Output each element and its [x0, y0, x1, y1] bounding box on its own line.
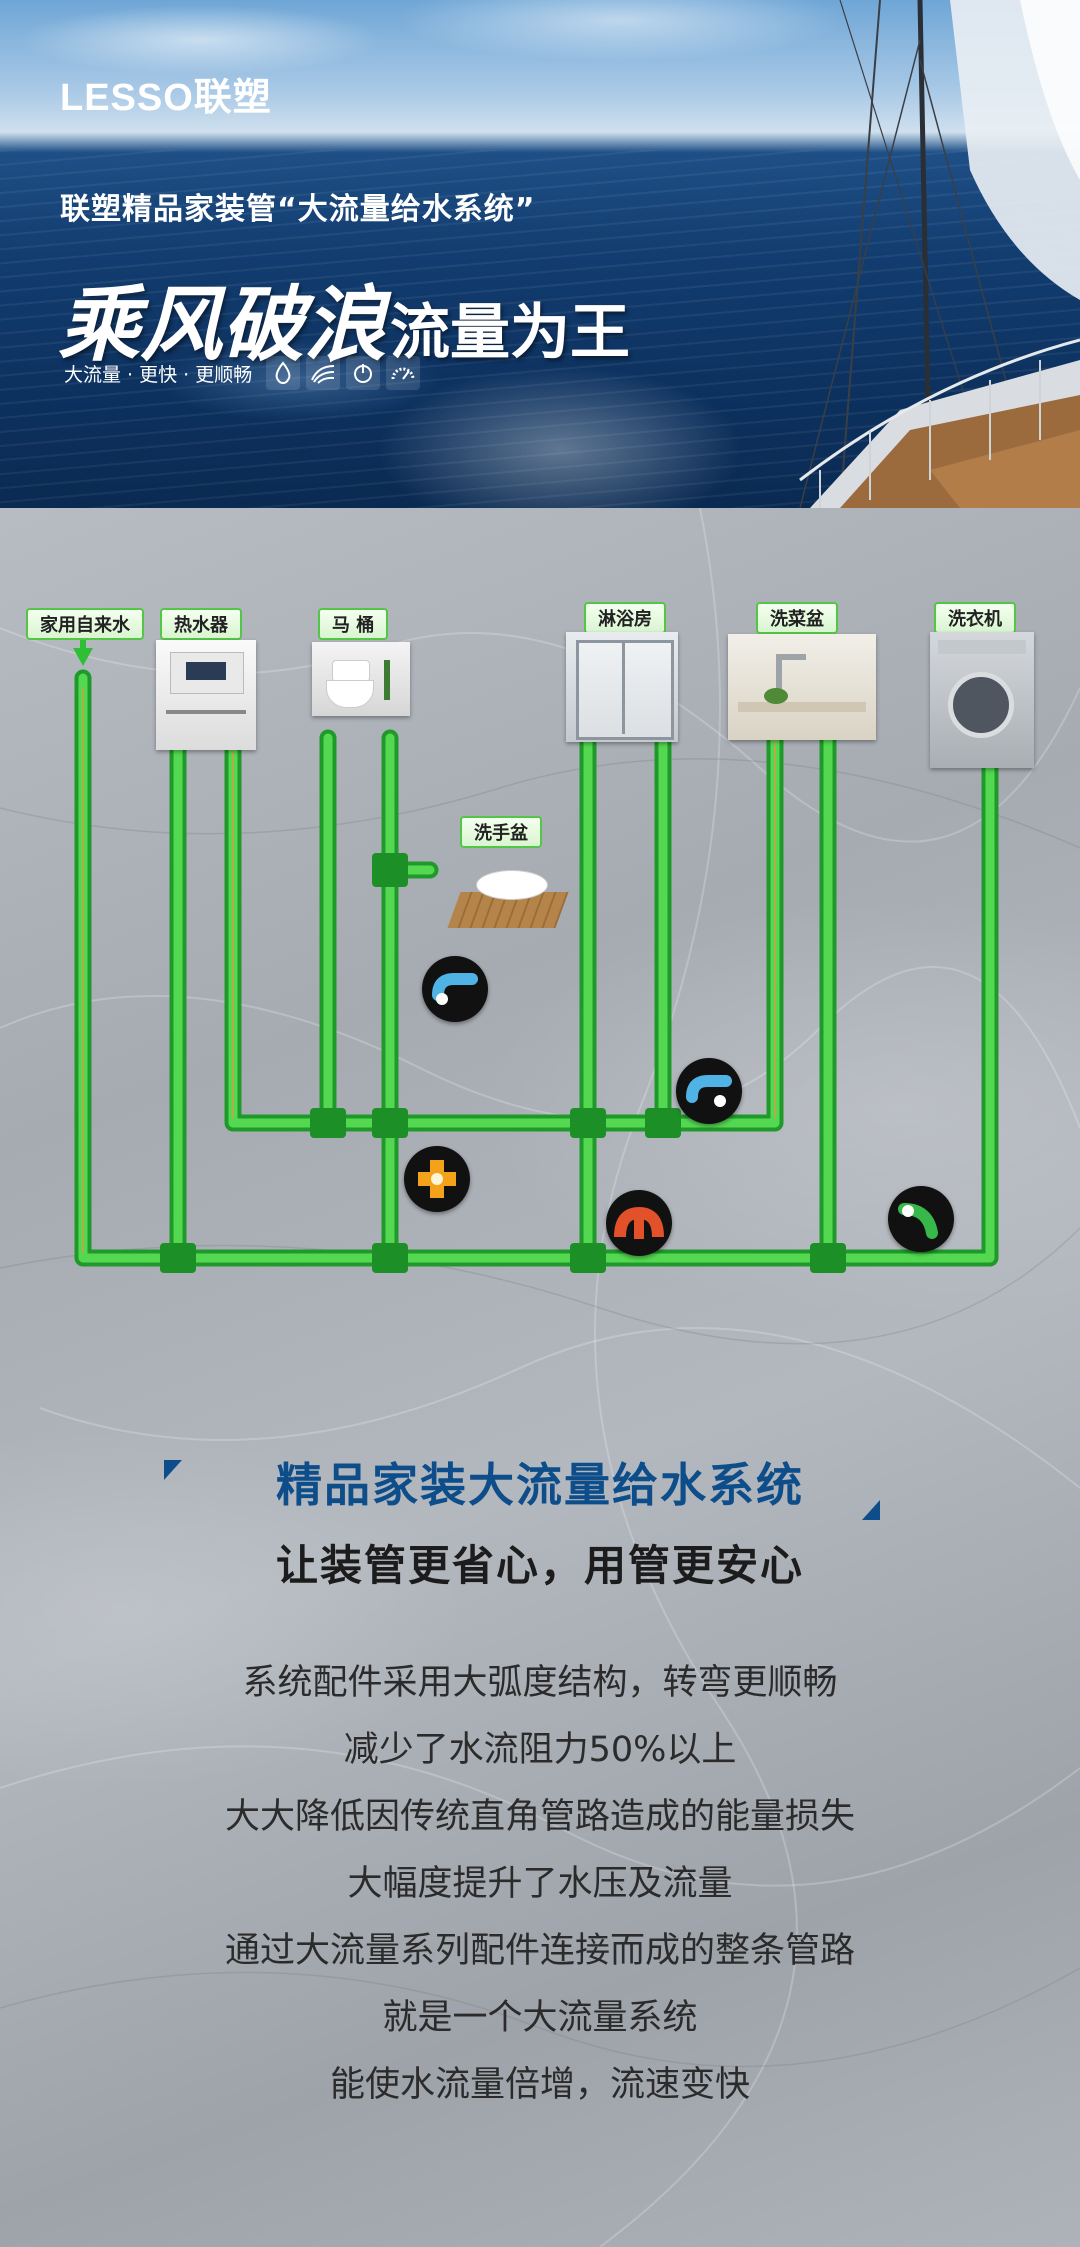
section-subtitle: 让装管更省心，用管更安心	[275, 1541, 804, 1590]
hero-banner: LESSO联塑 联塑精品家装管“大流量给水系统” 乘风破浪流量为王 大流量 · …	[0, 0, 1080, 508]
corner-mark-right	[862, 1500, 880, 1520]
elbow-fitting-icon	[676, 1058, 742, 1124]
section-title: 精品家装大流量给水系统	[276, 1458, 804, 1512]
cross-fitting-icon	[404, 1146, 470, 1212]
pipe-network	[73, 632, 999, 1273]
body-line: 通过大流量系列配件连接而成的整条管路	[224, 1931, 855, 1971]
sailboat-image	[799, 0, 1080, 508]
power-icon	[346, 356, 381, 390]
water-heater-image	[156, 640, 256, 750]
pipe-diagram: 家用自来水 热水器 马 桶 淋浴房 洗菜盆 洗衣机 洗手盆	[0, 508, 1080, 1328]
toilet-image	[312, 642, 410, 716]
body-line: 大大降低因传统直角管路造成的能量损失	[224, 1797, 855, 1837]
shower-room-image	[566, 632, 678, 742]
marble-background: 家用自来水 热水器 马 桶 淋浴房 洗菜盆 洗衣机 洗手盆	[0, 508, 1080, 2247]
hero-headline: 乘风破浪流量为王	[58, 258, 630, 377]
body-line: 系统配件采用大弧度结构，转弯更顺畅	[242, 1663, 838, 1703]
label-sink: 洗菜盆	[756, 602, 838, 634]
tagline-text: 大流量 · 更快 · 更顺畅	[64, 363, 253, 386]
body-line: 大幅度提升了水压及流量	[347, 1864, 733, 1904]
kitchen-sink-image	[728, 634, 876, 740]
section-body: 系统配件采用大弧度结构，转弯更顺畅 减少了水流阻力50%以上 大大降低因传统直角…	[0, 1650, 1080, 2119]
label-shower: 淋浴房	[584, 602, 666, 634]
headline-small: 流量为王	[390, 298, 630, 368]
hero-subtitle: 联塑精品家装管“大流量给水系统”	[60, 192, 536, 227]
label-washer: 洗衣机	[934, 602, 1016, 634]
label-toilet: 马 桶	[318, 608, 389, 640]
body-line: 减少了水流阻力50%以上	[343, 1730, 737, 1770]
headline-big: 乘风破浪	[58, 277, 386, 373]
gauge-icon	[386, 356, 421, 390]
label-water-heater: 热水器	[160, 608, 242, 640]
lesso-logo: LESSO联塑	[60, 77, 272, 119]
water-drop-icon	[266, 356, 301, 390]
label-wash-basin: 洗手盆	[460, 816, 542, 848]
flow-waves-icon	[306, 356, 341, 390]
hero-tagline: 大流量 · 更快 · 更顺畅	[64, 356, 421, 390]
green-elbow-fitting-icon	[888, 1186, 954, 1252]
body-line: 就是一个大流量系统	[382, 1998, 698, 2038]
tee-fitting-icon	[606, 1190, 672, 1256]
corner-mark-left	[164, 1460, 182, 1480]
elbow-fitting-icon	[422, 956, 488, 1022]
sky-clouds	[0, 0, 1080, 160]
wash-basin-image	[447, 848, 569, 932]
washing-machine-image	[930, 632, 1034, 768]
label-tap-water: 家用自来水	[26, 608, 144, 640]
body-line: 能使水流量倍增，流速变快	[329, 2065, 750, 2105]
